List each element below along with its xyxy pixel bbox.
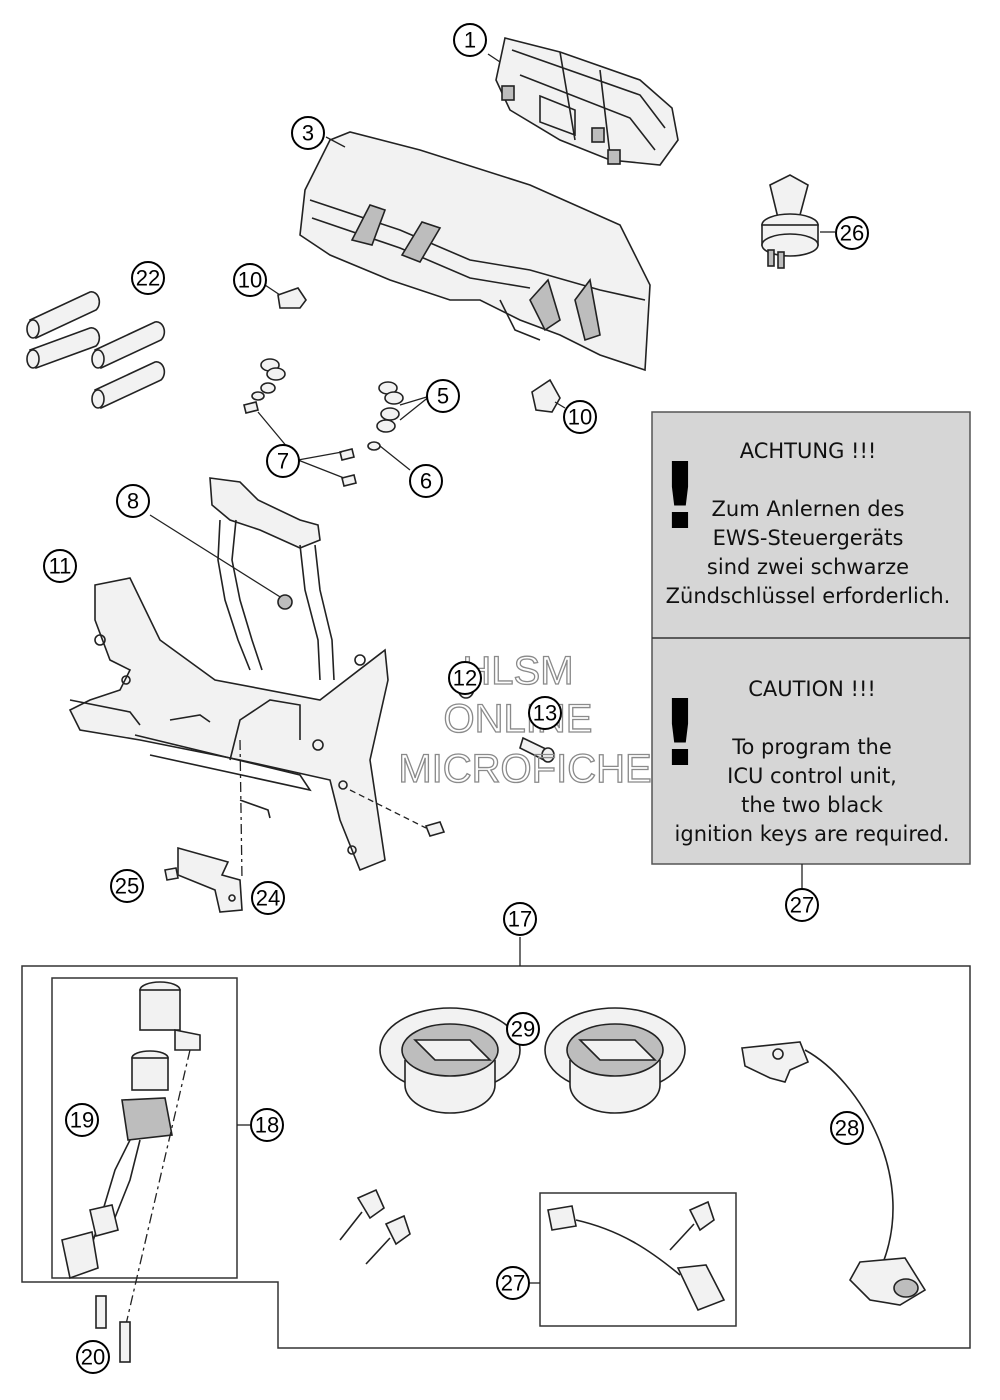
svg-text:24: 24 bbox=[256, 886, 280, 911]
callout-19: 19 bbox=[65, 1103, 99, 1137]
notice-en-line-3: the two black bbox=[741, 793, 884, 817]
watermark-line-1: HLSM bbox=[462, 649, 573, 693]
notice-de-line-3: sind zwei schwarze bbox=[707, 555, 909, 579]
notice-de-line-2: EWS-Steuergeräts bbox=[713, 526, 904, 550]
svg-text:6: 6 bbox=[420, 469, 432, 494]
svg-text:25: 25 bbox=[115, 874, 139, 899]
svg-text:20: 20 bbox=[81, 1345, 105, 1370]
power-socket bbox=[761, 174, 819, 269]
callout-12: 12 bbox=[448, 661, 482, 695]
callout-24: 24 bbox=[251, 881, 285, 915]
callout-8: 8 bbox=[116, 484, 150, 518]
tank-caps bbox=[379, 1007, 686, 1114]
exclamation-icon: ! bbox=[659, 443, 701, 550]
svg-text:13: 13 bbox=[533, 701, 557, 726]
callout-5: 5 bbox=[426, 379, 460, 413]
antenna-cable bbox=[741, 1041, 927, 1306]
callout-22: 22 bbox=[131, 261, 165, 295]
callout-1: 1 bbox=[453, 23, 487, 57]
svg-text:18: 18 bbox=[255, 1113, 279, 1138]
callout-10-right: 10 bbox=[563, 400, 597, 434]
watermark-line-3: MICROFICHE bbox=[398, 747, 651, 791]
callout-25: 25 bbox=[110, 869, 144, 903]
svg-text:7: 7 bbox=[277, 449, 289, 474]
svg-text:22: 22 bbox=[136, 266, 160, 291]
fairing-mask bbox=[299, 131, 651, 372]
callout-27-kit: 27 bbox=[496, 1266, 530, 1300]
callout-7: 7 bbox=[266, 444, 300, 478]
keys bbox=[339, 1188, 715, 1265]
notice-de-line-1: Zum Anlernen des bbox=[712, 497, 905, 521]
callout-11: 11 bbox=[43, 549, 77, 583]
svg-text:27: 27 bbox=[790, 893, 814, 918]
svg-text:28: 28 bbox=[835, 1116, 859, 1141]
callout-20: 20 bbox=[76, 1340, 110, 1374]
notice-english: ! CAUTION !!! To program the ICU control… bbox=[659, 677, 949, 846]
svg-text:29: 29 bbox=[511, 1017, 535, 1042]
svg-text:11: 11 bbox=[49, 554, 72, 579]
foam-rolls bbox=[26, 291, 166, 410]
callout-27-notice: 27 bbox=[785, 888, 819, 922]
grommets-screws bbox=[243, 358, 404, 487]
callout-18: 18 bbox=[250, 1108, 284, 1142]
callout-13: 13 bbox=[528, 696, 562, 730]
exclamation-icon: ! bbox=[659, 680, 701, 787]
small-bracket bbox=[164, 846, 243, 913]
instrument-bracket bbox=[68, 477, 389, 872]
svg-text:27: 27 bbox=[501, 1271, 525, 1296]
clip-nuts bbox=[277, 287, 561, 413]
notice-en-line-1: To program the bbox=[731, 735, 892, 759]
shear-bolts bbox=[95, 1295, 131, 1363]
svg-text:17: 17 bbox=[508, 907, 532, 932]
ignition-lock bbox=[61, 981, 201, 1280]
callout-28: 28 bbox=[830, 1111, 864, 1145]
svg-text:3: 3 bbox=[302, 121, 314, 146]
notice-de-title: ACHTUNG !!! bbox=[740, 439, 877, 463]
group-17-outline bbox=[21, 937, 971, 1349]
svg-text:12: 12 bbox=[453, 666, 477, 691]
notice-de-line-4: Zündschlüssel erforderlich. bbox=[666, 584, 951, 608]
callout-17: 17 bbox=[503, 902, 537, 936]
notice-box bbox=[651, 411, 971, 888]
svg-text:1: 1 bbox=[464, 28, 476, 53]
instrument-cluster bbox=[495, 37, 679, 166]
svg-text:8: 8 bbox=[127, 489, 139, 514]
callout-29: 29 bbox=[506, 1012, 540, 1046]
notice-en-line-4: ignition keys are required. bbox=[675, 822, 950, 846]
svg-text:19: 19 bbox=[70, 1108, 94, 1133]
notice-en-line-2: ICU control unit, bbox=[727, 764, 897, 788]
callout-6: 6 bbox=[409, 464, 443, 498]
svg-text:10: 10 bbox=[568, 405, 592, 430]
watermark-line-2: ONLINE bbox=[444, 697, 593, 741]
watermark: HLSM ONLINE MICROFICHE bbox=[398, 648, 653, 791]
notice-german: ! ACHTUNG !!! Zum Anlernen des EWS-Steue… bbox=[659, 439, 950, 608]
svg-text:10: 10 bbox=[238, 268, 262, 293]
callout-26: 26 bbox=[835, 216, 869, 250]
svg-text:26: 26 bbox=[840, 221, 864, 246]
callout-10-top: 10 bbox=[233, 263, 267, 297]
callout-3: 3 bbox=[291, 116, 325, 150]
svg-text:5: 5 bbox=[437, 384, 449, 409]
adapter-cable bbox=[547, 1205, 726, 1312]
notice-en-title: CAUTION !!! bbox=[748, 677, 876, 701]
